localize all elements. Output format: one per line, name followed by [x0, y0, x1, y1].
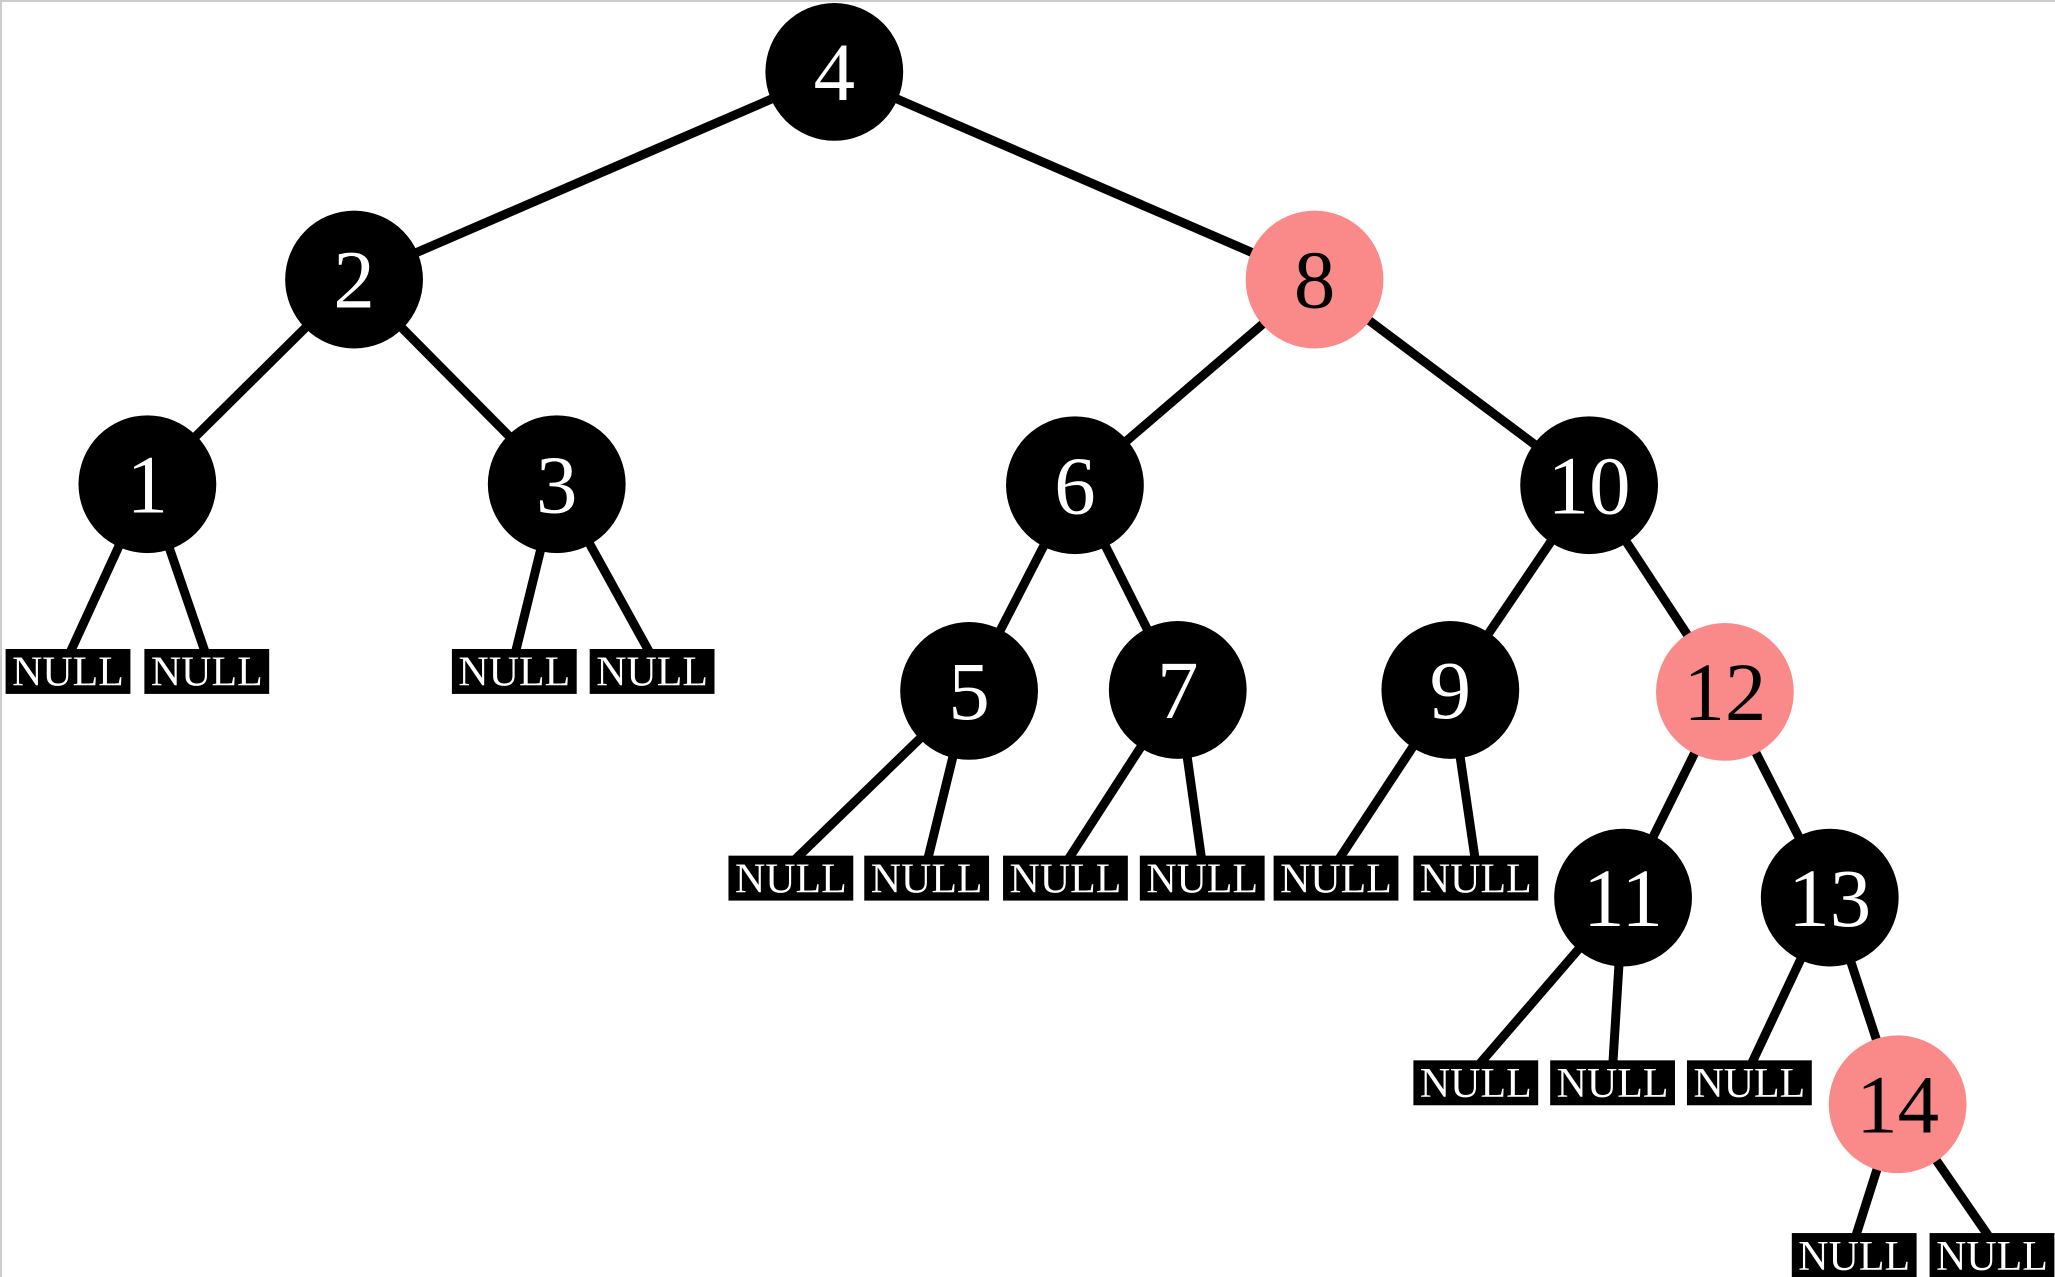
null-leaf-label: NULL: [1557, 1061, 1669, 1107]
red-node-circle: [1656, 623, 1794, 761]
node-value-label: 13: [1788, 852, 1871, 944]
null-leaf-label: NULL: [1280, 856, 1392, 902]
black-node-circle: [487, 415, 626, 554]
tree-node-13: 13: [1760, 828, 1899, 967]
null-leaf-null-1R: NULL: [144, 648, 270, 696]
tree-node-3: 3: [487, 415, 626, 554]
node-value-label: 14: [1856, 1058, 1939, 1150]
tree-node-8: 8: [1245, 210, 1384, 349]
null-leaf-null-13L: NULL: [1686, 1060, 1812, 1107]
node-value-label: 8: [1294, 234, 1335, 326]
tree-node-5: 5: [900, 622, 1038, 760]
null-leaf-null-3L: NULL: [451, 648, 577, 696]
null-leaf-box: [1003, 855, 1128, 901]
null-leaf-null-5L: NULL: [728, 855, 854, 902]
null-leaf-box: [1791, 1233, 1917, 1277]
null-leaf-box: [451, 648, 577, 694]
tree-node-2: 2: [285, 210, 423, 349]
node-value-label: 12: [1683, 646, 1766, 738]
black-node-circle: [78, 415, 217, 554]
node-value-label: 2: [333, 234, 374, 326]
null-leaf-box: [1550, 1060, 1675, 1106]
tree-node-6: 6: [1006, 416, 1144, 555]
null-leaf-label: NULL: [1693, 1061, 1805, 1107]
tree-node-9: 9: [1381, 621, 1520, 759]
tree-node-10: 10: [1520, 416, 1659, 555]
tree-node-12: 12: [1656, 623, 1794, 761]
null-leaf-null-9L: NULL: [1273, 855, 1399, 902]
black-node-circle: [1554, 828, 1692, 967]
tree-node-14: 14: [1828, 1035, 1967, 1174]
null-leaf-label: NULL: [12, 650, 124, 696]
red-node-circle: [1828, 1035, 1967, 1174]
null-leaf-label: NULL: [1420, 1061, 1532, 1107]
null-leaf-label: NULL: [1936, 1234, 2048, 1277]
null-leaf-null-14L: NULL: [1791, 1233, 1917, 1277]
null-leaf-label: NULL: [1420, 856, 1532, 902]
tree-edge-4-2: [352, 67, 837, 284]
black-node-circle: [1760, 828, 1899, 967]
black-node-circle: [1108, 621, 1247, 759]
null-leaf-null-1L: NULL: [5, 648, 131, 696]
null-leaf-box: [728, 855, 854, 901]
tree-node-11: 11: [1554, 828, 1692, 967]
null-leaf-box: [1273, 855, 1399, 901]
tree-edge-4-8: [832, 67, 1317, 284]
null-leaf-null-7L: NULL: [1003, 855, 1128, 902]
black-node-circle: [1006, 416, 1144, 555]
null-leaf-label: NULL: [596, 650, 708, 696]
null-leaf-label: NULL: [735, 856, 847, 902]
black-node-circle: [1520, 416, 1659, 555]
null-leaf-label: NULL: [1146, 856, 1258, 902]
node-value-label: 6: [1054, 439, 1095, 531]
null-leaf-null-3R: NULL: [589, 648, 715, 696]
node-value-label: 11: [1583, 852, 1663, 944]
null-leaf-label: NULL: [871, 856, 983, 902]
null-leaf-box: [1686, 1060, 1812, 1106]
null-leaf-null-5R: NULL: [864, 855, 990, 902]
null-leaf-box: [1929, 1233, 2055, 1277]
null-leaf-label: NULL: [1798, 1234, 1910, 1277]
node-value-label: 4: [814, 26, 855, 118]
node-value-label: 7: [1157, 644, 1198, 736]
null-leaf-null-11R: NULL: [1550, 1060, 1675, 1107]
node-value-label: 9: [1430, 644, 1471, 736]
null-leaf-null-7R: NULL: [1139, 855, 1265, 902]
null-leaf-box: [144, 648, 270, 694]
null-leaf-box: [1139, 855, 1265, 901]
tree-node-1: 1: [78, 415, 217, 554]
null-leaf-null-9R: NULL: [1413, 855, 1539, 902]
tree-node-4: 4: [765, 2, 904, 141]
black-node-circle: [765, 2, 904, 141]
null-leaves-layer: NULL NULL NULL NULL NULL NULL NULL NULL NULL NULL…: [5, 648, 2055, 1277]
null-leaf-box: [589, 648, 715, 694]
null-leaf-null-14R: NULL: [1929, 1233, 2055, 1277]
red-node-circle: [1245, 210, 1384, 349]
null-leaf-label: NULL: [1010, 856, 1122, 902]
node-value-label: 1: [127, 438, 168, 530]
null-leaf-box: [1413, 855, 1539, 901]
null-leaf-label: NULL: [458, 650, 570, 696]
null-leaf-null-11L: NULL: [1413, 1060, 1539, 1107]
node-value-label: 5: [948, 645, 989, 737]
node-value-label: 10: [1548, 439, 1631, 531]
null-leaf-box: [5, 648, 131, 694]
black-node-circle: [900, 622, 1038, 760]
null-leaf-box: [1413, 1060, 1539, 1106]
node-value-label: 3: [536, 438, 577, 530]
black-node-circle: [1381, 621, 1520, 759]
null-leaf-box: [864, 855, 990, 901]
tree-node-7: 7: [1108, 621, 1247, 759]
black-node-circle: [285, 210, 423, 349]
null-leaf-label: NULL: [151, 650, 263, 696]
